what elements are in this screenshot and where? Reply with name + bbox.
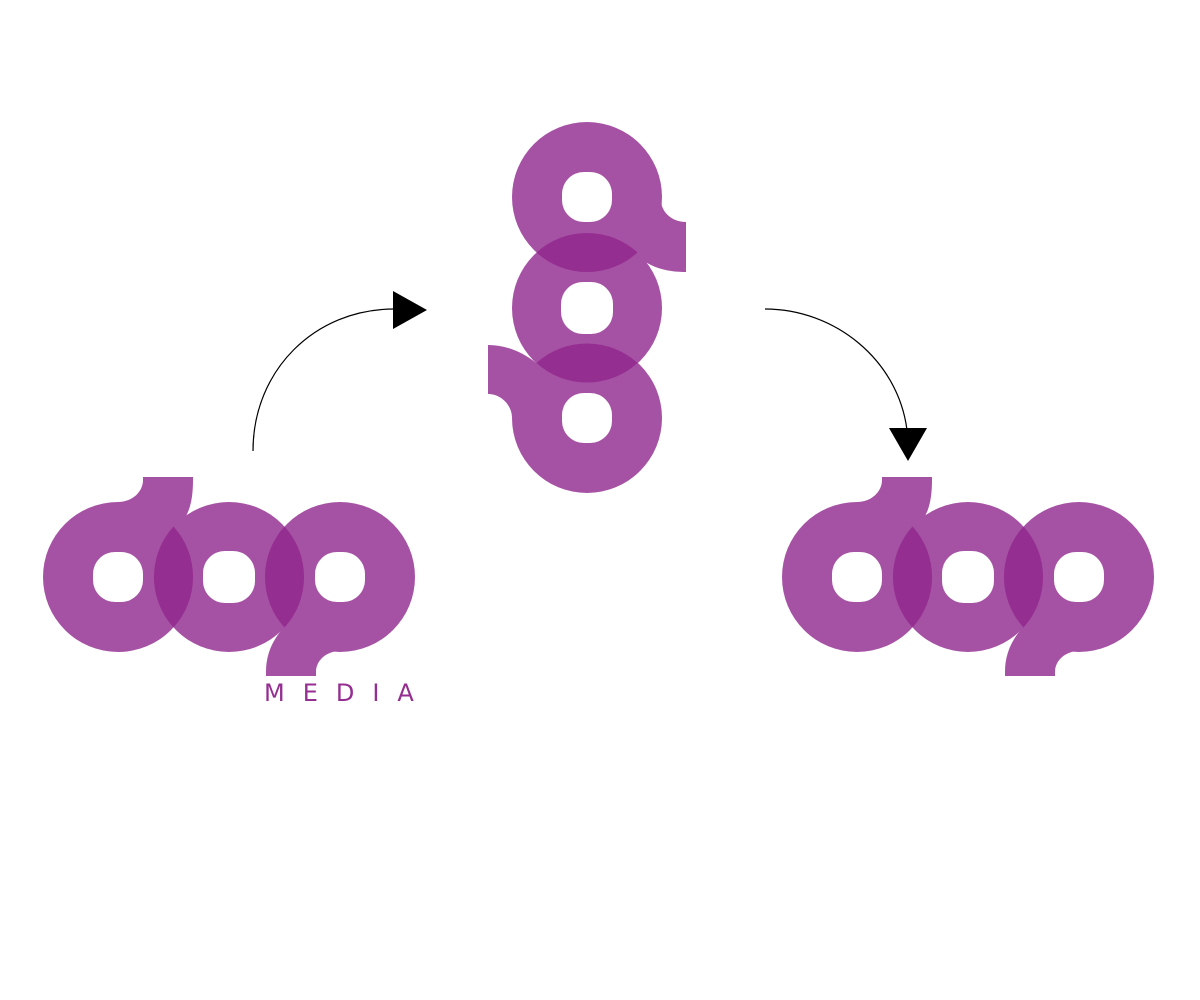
hole-o [203, 551, 255, 603]
hole-d [93, 552, 143, 602]
arrow-left-to-center [252, 291, 427, 452]
overlap-o-p [1003, 526, 1044, 628]
arrow-arc [252, 308, 395, 452]
logo-right [782, 477, 1154, 676]
hole-p [1054, 552, 1104, 602]
arrowhead-down-icon [889, 428, 927, 461]
arrow-center-to-right [764, 308, 927, 461]
overlap-top-middle [536, 232, 638, 273]
hole-o [942, 551, 994, 603]
overlap-d-o [892, 526, 933, 628]
hole-d [832, 552, 882, 602]
tagline-media: MEDIA [264, 679, 432, 707]
hole-bottom [562, 393, 612, 443]
overlap-d-o [153, 526, 194, 628]
hole-p [315, 552, 365, 602]
overlap-o-p [264, 526, 305, 628]
logo-center [488, 122, 686, 493]
hole-middle [561, 282, 613, 334]
arrowhead-right-icon [393, 291, 427, 329]
arrow-arc [764, 308, 908, 431]
logo-left: MEDIA [43, 477, 432, 707]
overlap-middle-bottom [536, 343, 638, 383]
hole-top [562, 172, 612, 222]
